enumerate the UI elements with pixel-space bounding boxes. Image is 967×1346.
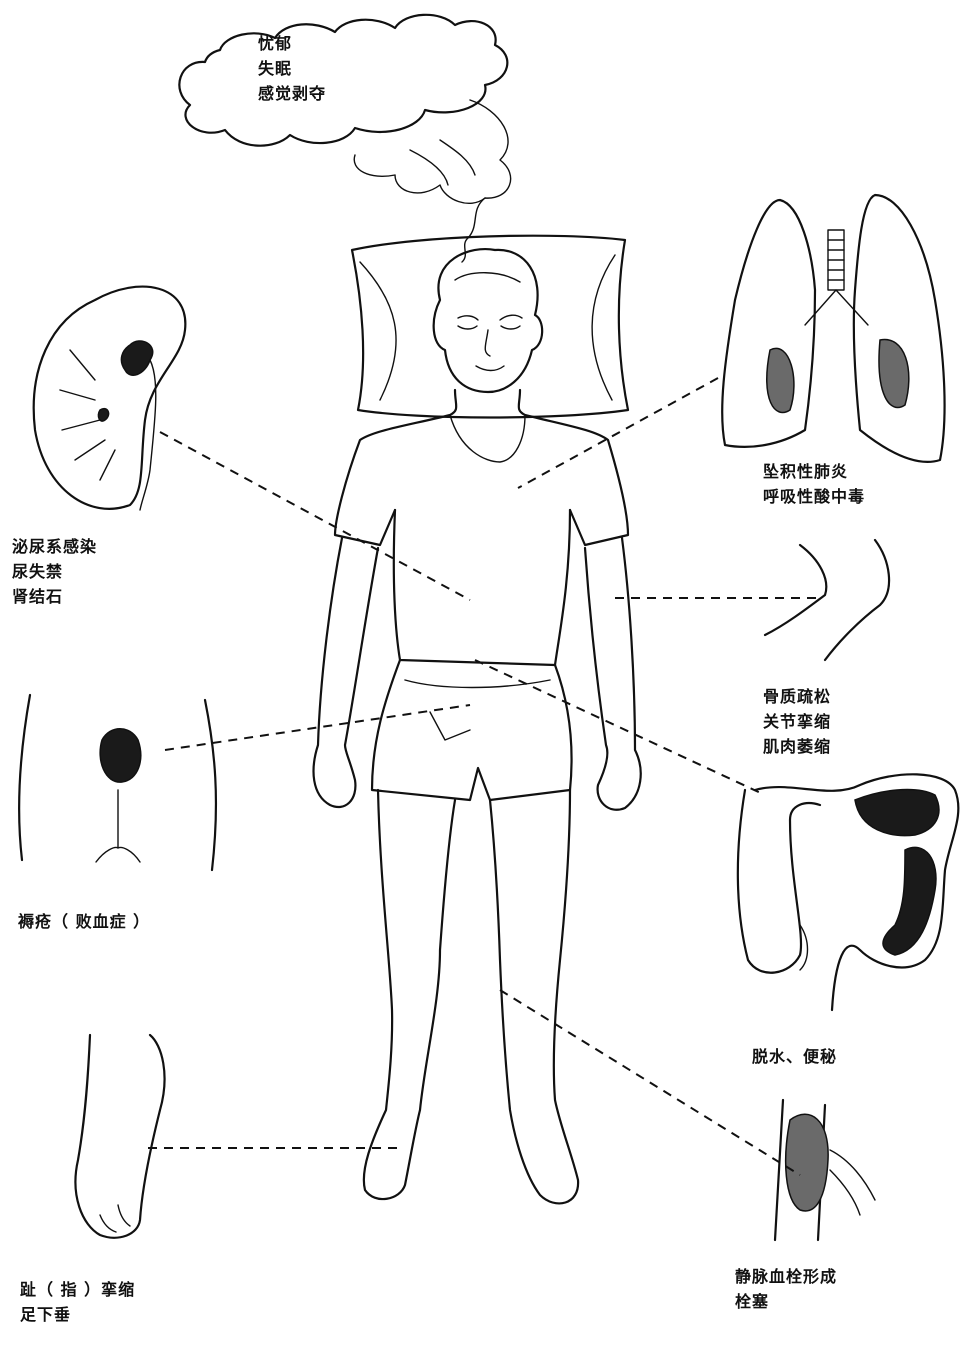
elbow-illustration [765,540,889,660]
patient-head [434,249,542,392]
connector-lines [148,378,818,1175]
bedsore-illustration [19,695,216,870]
patient-body [314,390,641,1203]
kidney-illustration [34,287,186,510]
thought-cloud [179,15,510,262]
pillow [352,236,628,418]
label-bone: 骨质疏松 关节挛缩 肌肉萎缩 [763,685,831,759]
label-vein: 静脉血栓形成 栓塞 [735,1265,837,1315]
foot-illustration [75,1035,164,1238]
label-kidney: 泌尿系感染 尿失禁 肾结石 [12,535,97,609]
label-bowel: 脱水、便秘 [752,1045,837,1070]
label-mind: 忧郁 失眠 感觉剥夺 [258,32,326,106]
label-sore: 褥疮（ 败血症 ） [18,910,150,935]
label-foot: 趾（ 指 ）挛缩 足下垂 [20,1278,135,1328]
label-lung: 坠积性肺炎 呼吸性酸中毒 [763,460,865,510]
lungs-illustration [722,195,944,462]
colon-illustration [738,774,959,1010]
